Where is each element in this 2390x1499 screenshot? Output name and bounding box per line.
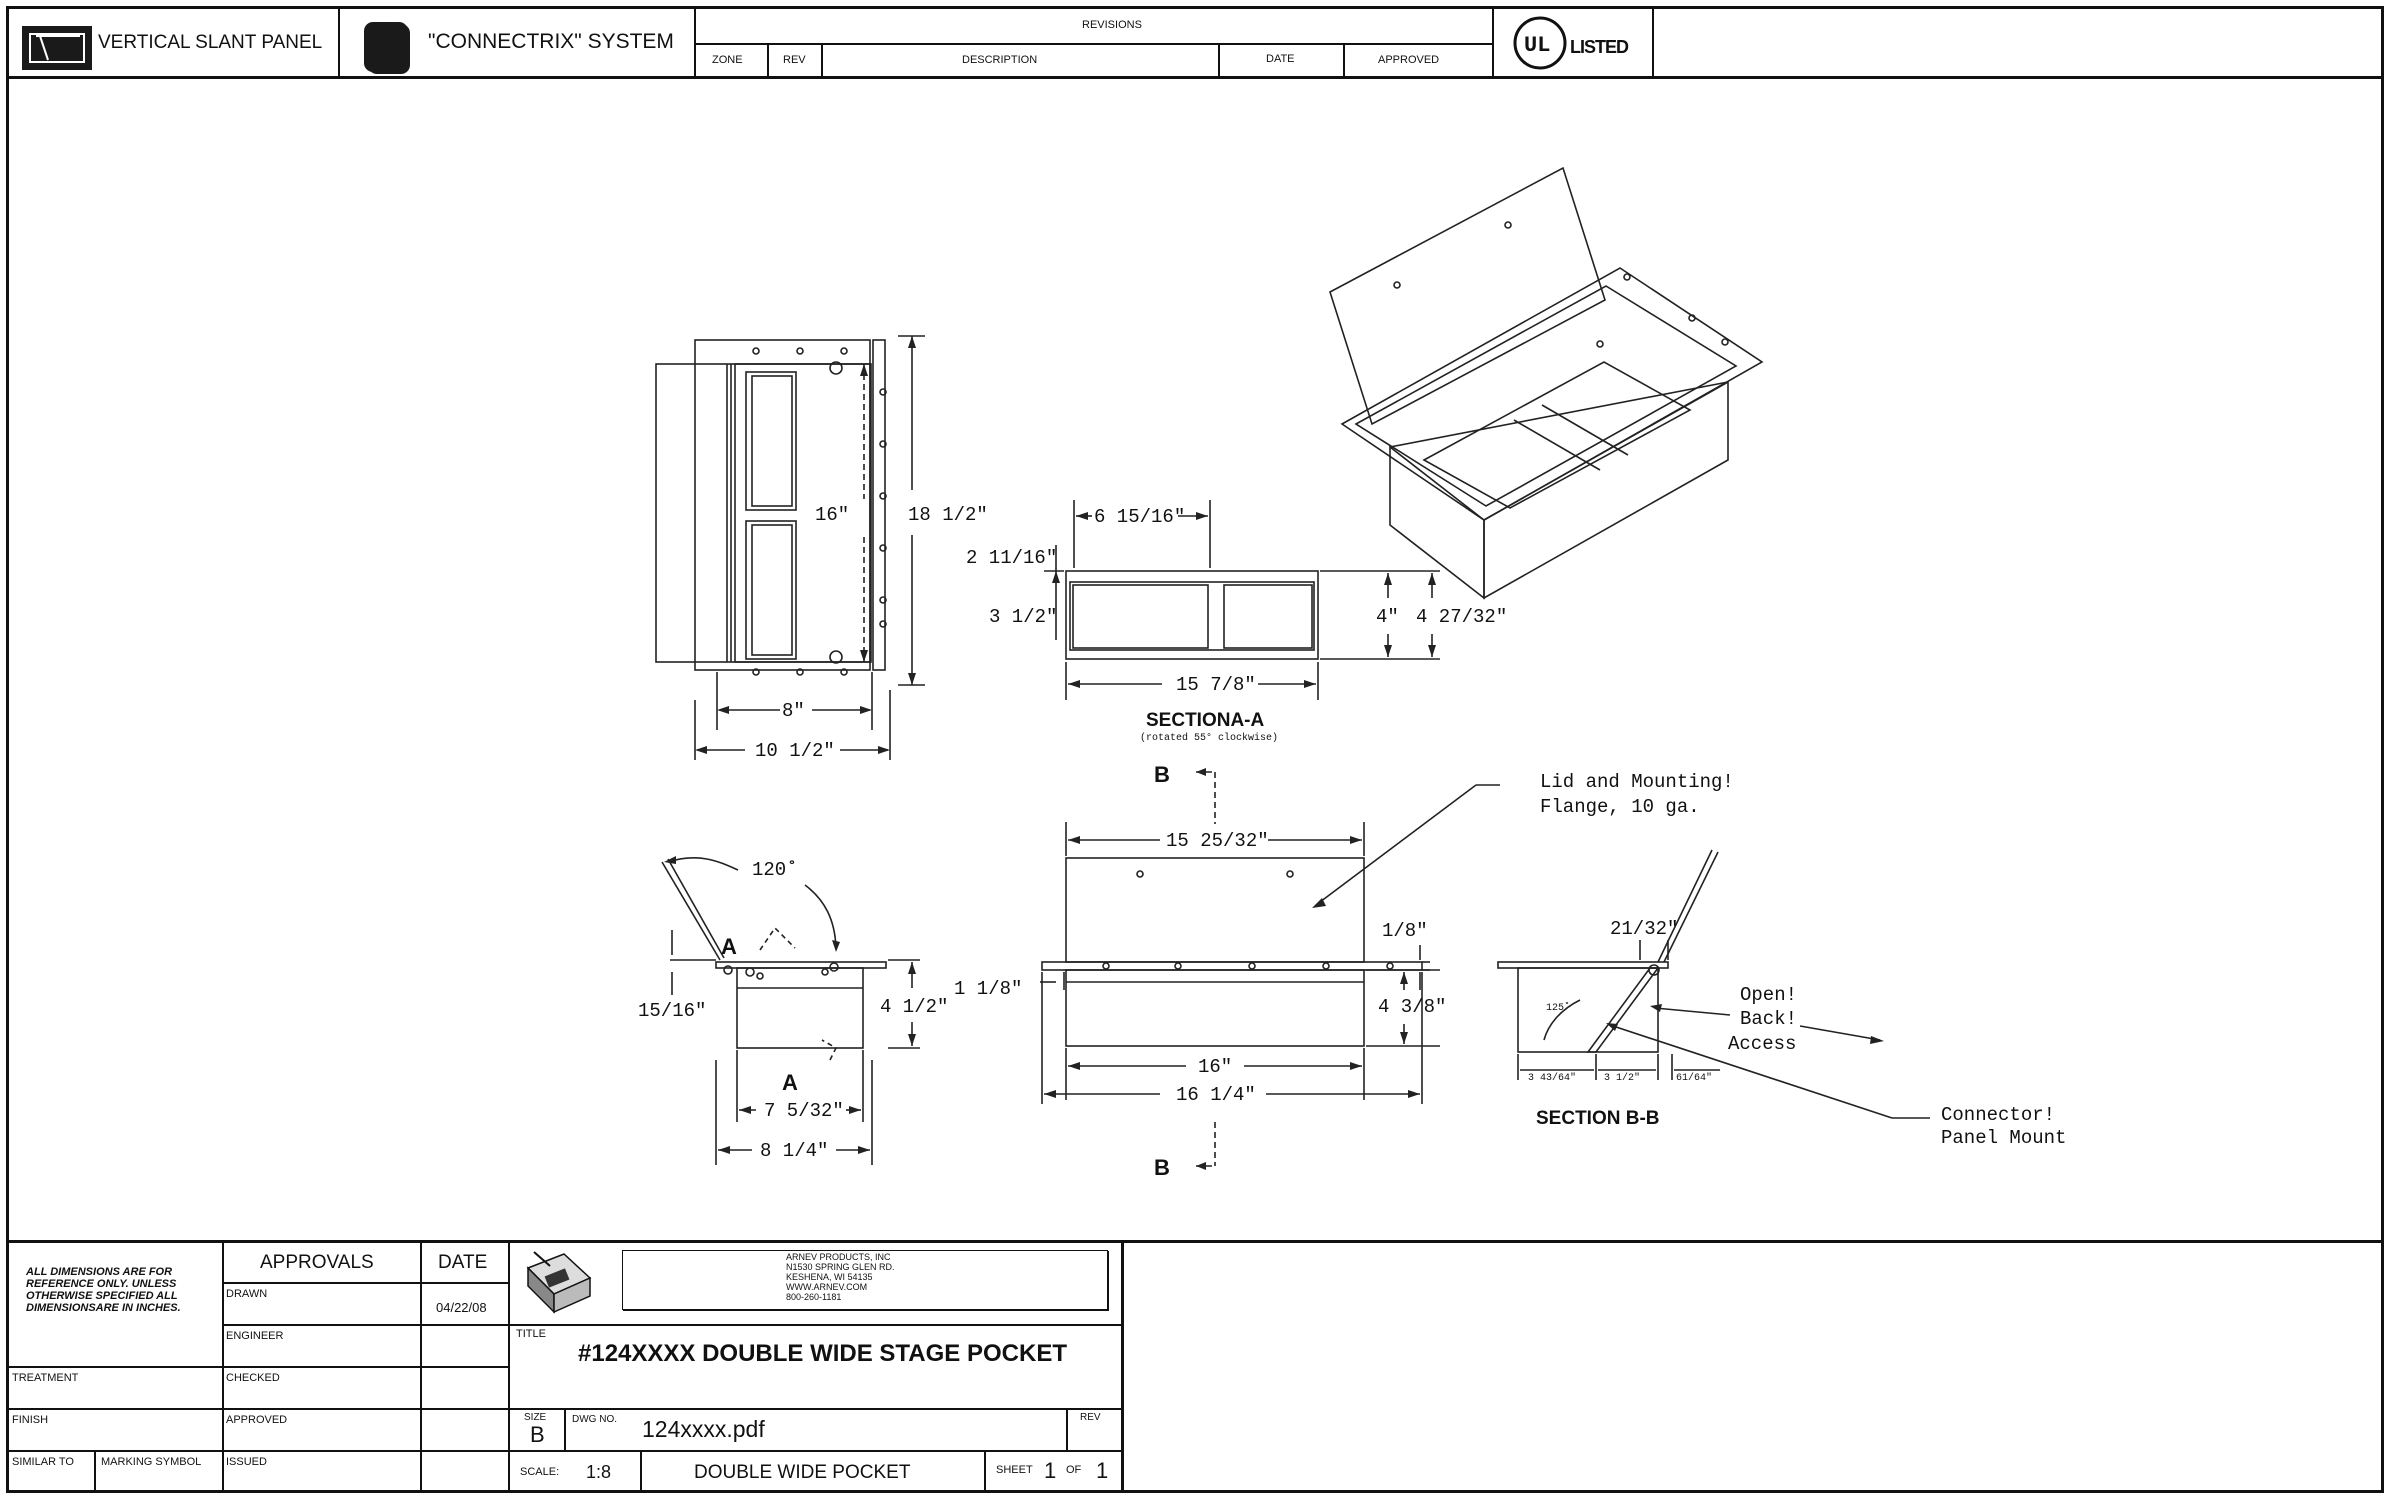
open-callout-line1: Open! — [1740, 984, 1797, 1006]
rev-label: REV — [1080, 1412, 1101, 1423]
sheet-label: SHEET — [996, 1464, 1033, 1476]
dim-10-half: 10 1/2" — [755, 740, 835, 762]
approved-label: APPROVED — [226, 1414, 288, 1426]
dim-3-half-b: 3 1/2" — [1604, 1072, 1640, 1084]
dim-15-25-32: 15 25/32" — [1166, 830, 1269, 852]
dim-1-1-8: 1 1/8" — [954, 978, 1022, 1000]
of-label: OF — [1066, 1464, 1082, 1476]
dim-4: 4" — [1376, 606, 1399, 628]
engineer-label: ENGINEER — [226, 1330, 284, 1342]
rev-col-date: DATE — [1266, 53, 1295, 65]
dim-16-quarter: 16 1/4" — [1176, 1084, 1256, 1106]
revisions-title: REVISIONS — [1082, 19, 1142, 31]
company-phone: 800-260-1181 — [786, 1292, 842, 1302]
section-a-marker-bottom: A — [782, 1070, 798, 1095]
company-city: KESHENA, WI 54135 — [786, 1272, 873, 1282]
section-a-note: (rotated 55° clockwise) — [1140, 732, 1278, 744]
dim-4-half: 4 1/2" — [880, 996, 948, 1018]
ul-mark: UL — [1524, 33, 1550, 58]
dwg-no-label: DWG NO. — [572, 1414, 617, 1425]
connector-callout-line1: Connector! — [1941, 1104, 2055, 1126]
section-b-title: SECTION B-B — [1536, 1108, 1660, 1129]
dim-1-8: 1/8" — [1382, 920, 1428, 942]
sheet-total: 1 — [1096, 1458, 1109, 1483]
title-block: ALL DIMENSIONS ARE FOR REFERENCE ONLY. U… — [6, 1240, 2384, 1493]
dim-8: 8" — [782, 700, 805, 722]
company-name: ARNEV PRODUCTS, INC — [786, 1252, 891, 1262]
section-a-title: SECTIONA-A — [1146, 710, 1265, 731]
side-view — [661, 857, 887, 1061]
company-street: N1530 SPRING GLEN RD. — [786, 1262, 895, 1272]
dim-4-3-8: 4 3/8" — [1378, 996, 1446, 1018]
dim-15-16: 15/16" — [638, 1000, 706, 1022]
dim-21-32: 21/32" — [1610, 918, 1678, 940]
company-box — [622, 1250, 1108, 1310]
drawing-name: DOUBLE WIDE POCKET — [694, 1462, 911, 1483]
title-label: TITLE — [516, 1328, 546, 1340]
header-bar: VERTICAL SLANT PANEL "CONNECTRIX" SYSTEM… — [6, 6, 2384, 76]
rev-col-zone: ZONE — [712, 54, 743, 66]
scale-label: SCALE: — [520, 1466, 560, 1478]
dwg-no-value: 124xxxx.pdf — [642, 1416, 765, 1442]
rev-col-approved: APPROVED — [1378, 54, 1440, 66]
dim-16-plan: 16" — [815, 504, 849, 526]
approvals-header: APPROVALS — [260, 1252, 374, 1273]
lid-callout-line1: Lid and Mounting! — [1540, 771, 1734, 793]
dim-3-43-64: 3 43/64" — [1528, 1072, 1576, 1084]
dim-61-64: 61/64" — [1676, 1072, 1712, 1084]
product-type-label: VERTICAL SLANT PANEL — [98, 32, 323, 53]
date-header: DATE — [438, 1252, 488, 1273]
product-thumbnail — [526, 1251, 592, 1314]
drawn-label: DRAWN — [226, 1288, 268, 1300]
lid-callout-line2: Flange, 10 ga. — [1540, 796, 1700, 818]
similar-to-label: SIMILAR TO — [12, 1456, 74, 1468]
marking-symbol-label: MARKING SYMBOL — [101, 1456, 202, 1468]
scale-value: 1:8 — [586, 1462, 612, 1482]
open-callout-line2: Back! — [1740, 1008, 1797, 1030]
rev-col-description: DESCRIPTION — [962, 54, 1038, 66]
system-label: "CONNECTRIX" SYSTEM — [428, 30, 674, 53]
company-address: ARNEV PRODUCTS, INC N1530 SPRING GLEN RD… — [786, 1252, 895, 1302]
slant-panel-icon — [22, 26, 92, 70]
dim-8-quarter: 8 1/4" — [760, 1140, 828, 1162]
front-view — [1041, 857, 1423, 1047]
dim-15-7-8: 15 7/8" — [1176, 674, 1256, 696]
size-value: B — [530, 1422, 545, 1447]
dim-4-27-32: 4 27/32" — [1416, 606, 1507, 628]
section-a-view — [1065, 570, 1319, 660]
open-callout-line3: Access — [1728, 1033, 1796, 1055]
drawing-frame — [6, 6, 2384, 1493]
plan-view — [655, 339, 887, 676]
ul-listed-label: LISTED — [1570, 37, 1629, 57]
dimensions-note: ALL DIMENSIONS ARE FOR REFERENCE ONLY. U… — [26, 1266, 181, 1314]
rev-col-rev: REV — [783, 54, 806, 66]
section-b-view — [1497, 849, 1719, 1053]
size-label: SIZE — [524, 1412, 547, 1423]
sheet-value: 1 — [1044, 1458, 1057, 1483]
dim-18-half: 18 1/2" — [908, 504, 988, 526]
section-b-marker-top: B — [1154, 762, 1170, 787]
section-a-marker-top: A — [721, 934, 737, 959]
finish-label: FINISH — [12, 1414, 49, 1426]
company-web: WWW.ARNEV.COM — [786, 1282, 868, 1292]
treatment-label: TREATMENT — [12, 1372, 79, 1384]
isometric-view — [1329, 166, 1764, 600]
angle-125: 125˚ — [1546, 1001, 1570, 1014]
connector-callout-line2: Panel Mount — [1941, 1127, 2066, 1149]
drawing-title: #124XXXX DOUBLE WIDE STAGE POCKET — [578, 1340, 1067, 1367]
ul-listed-logo: UL — [1513, 16, 1567, 70]
dim-2-11-16: 2 11/16" — [966, 547, 1057, 569]
dim-7-5-32: 7 5/32" — [764, 1100, 844, 1122]
section-b-marker-bottom: B — [1154, 1155, 1170, 1180]
connectrix-icon — [364, 22, 410, 74]
checked-label: CHECKED — [226, 1372, 280, 1384]
dim-3-half: 3 1/2" — [989, 606, 1057, 628]
dim-16-front: 16" — [1198, 1056, 1232, 1078]
drawn-date: 04/22/08 — [436, 1300, 487, 1315]
header-divider — [6, 76, 2384, 79]
angle-120: 120˚ — [752, 859, 798, 881]
issued-label: ISSUED — [226, 1456, 267, 1468]
dim-6-15-16: 6 15/16" — [1094, 506, 1185, 528]
